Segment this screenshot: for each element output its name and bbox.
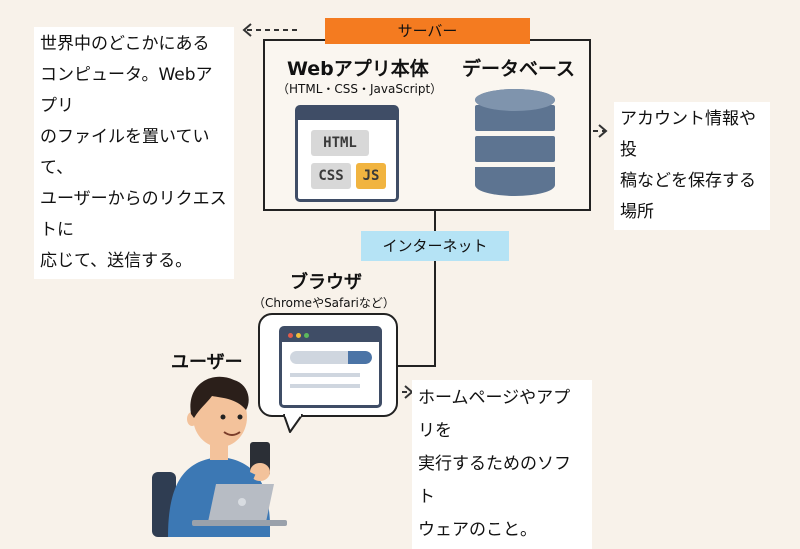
server-tag: サーバー (325, 18, 530, 44)
browser-title: ブラウザ (290, 272, 362, 293)
webapp-subtitle: （HTML・CSS・JavaScript） (277, 82, 443, 96)
internet-tag: インターネット (361, 231, 509, 261)
browser-note-line: ホームページやアプリを (418, 388, 571, 441)
server-note-line: ユーザーからのリクエストに (40, 189, 227, 240)
browser-note: ホームページやアプリを 実行するためのソフト ウェアのこと。 (412, 380, 592, 549)
database-note-line: 稿などを保存する (620, 171, 756, 191)
browser-titlebar (282, 329, 379, 342)
arrowhead-server-note (242, 23, 252, 37)
window-titlebar (298, 108, 396, 120)
css-chip: CSS (311, 163, 351, 189)
database-note-line: 場所 (620, 202, 654, 222)
browser-subtitle: （ChromeやSafariなど） (253, 296, 395, 310)
maximize-dot-icon (304, 333, 309, 338)
js-chip: JS (356, 163, 386, 189)
database-note-line: アカウント情報や投 (620, 109, 756, 160)
user-label: ユーザー (171, 352, 243, 373)
user-illustration (152, 376, 287, 537)
browser-note-line: ウェアのこと。 (418, 520, 537, 540)
webapp-window: HTML CSS JS (295, 105, 399, 202)
server-note-line: のファイルを置いていて、 (40, 127, 210, 178)
address-bar (290, 351, 372, 364)
server-note-line: 世界中のどこかにある (40, 34, 210, 54)
server-note-line: コンピュータ。Webアプリ (40, 65, 213, 116)
content-line (290, 373, 360, 377)
server-note: 世界中のどこかにある コンピュータ。Webアプリ のファイルを置いていて、 ユー… (34, 27, 234, 279)
browser-note-line: 実行するためのソフト (418, 454, 571, 507)
hair (190, 376, 249, 418)
database-icon (475, 89, 555, 196)
database-title: データベース (462, 58, 576, 80)
browser-window (279, 326, 382, 408)
database-note: アカウント情報や投 稿などを保存する 場所 (614, 102, 770, 230)
close-dot-icon (288, 333, 293, 338)
bubble-tail (283, 413, 303, 433)
server-note-line: 応じて、送信する。 (40, 251, 193, 271)
arrowhead-db-note (598, 124, 608, 138)
minimize-dot-icon (296, 333, 301, 338)
line-internet-browser (398, 261, 436, 367)
html-chip: HTML (311, 130, 369, 156)
content-line (290, 384, 360, 388)
webapp-title: Webアプリ本体 (287, 58, 429, 80)
